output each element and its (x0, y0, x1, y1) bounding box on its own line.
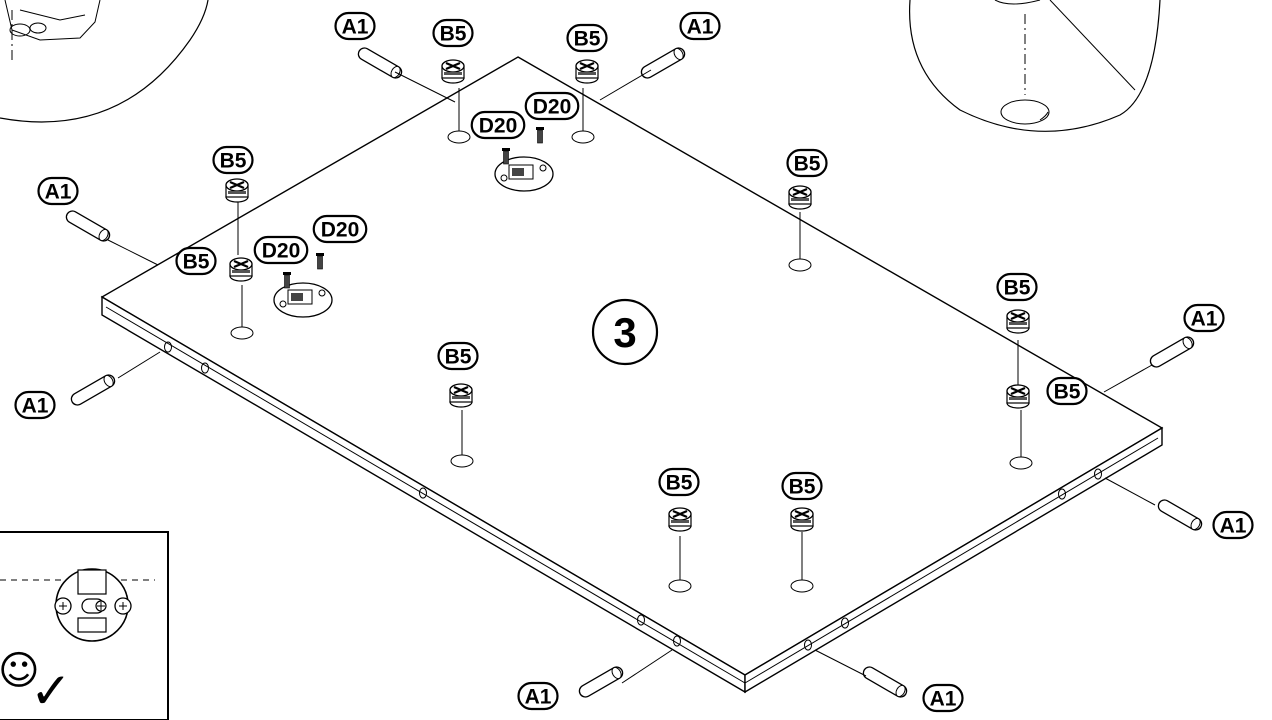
label-b5: B5 (658, 467, 700, 497)
cam-lock-icon (1006, 309, 1030, 334)
step-number: 3 (613, 309, 636, 356)
screw-icons (283, 127, 544, 289)
cam-lock-icon (575, 59, 599, 84)
label-b5: B5 (212, 145, 254, 175)
dowel-icon (1157, 499, 1203, 531)
label-text: A1 (930, 688, 957, 711)
label-text: A1 (687, 16, 714, 39)
cam-lock-icon (449, 383, 473, 408)
face-holes (230, 88, 1033, 593)
dowel-icon (640, 47, 686, 79)
smiley-icon: ☺ (0, 648, 40, 694)
cam-lock-icon (1006, 384, 1030, 409)
label-text: A1 (45, 181, 72, 204)
label-text: B5 (789, 476, 816, 499)
label-b5: B5 (432, 18, 474, 48)
edge-holes (164, 341, 1102, 651)
cam-lock-icon (225, 178, 249, 203)
label-text: B5 (1054, 381, 1081, 404)
label-text: A1 (342, 16, 369, 39)
cam-lock-icon (229, 257, 253, 282)
label-text: B5 (1004, 277, 1031, 300)
label-b5: B5 (1046, 376, 1088, 406)
label-a1: A1 (1183, 303, 1225, 333)
label-text: A1 (22, 395, 49, 418)
label-b5: B5 (786, 148, 828, 178)
label-d20: D20 (312, 214, 368, 244)
detail-circle-top-right (908, 0, 1161, 132)
label-b5: B5 (175, 246, 217, 276)
label-a1: A1 (922, 683, 964, 713)
label-text: D20 (479, 115, 518, 138)
step-number-badge: 3 (591, 298, 659, 366)
checkmark-icon: ✓ (30, 662, 72, 720)
dowel-icon (70, 374, 116, 406)
label-text: B5 (666, 472, 693, 495)
cam-lock-icon (668, 507, 692, 532)
label-d20: D20 (470, 110, 526, 140)
panel-board (100, 56, 1164, 694)
hinge-plate-1 (494, 156, 554, 192)
label-a1: A1 (1212, 510, 1254, 540)
cam-lock-icon (788, 185, 812, 210)
label-d20: D20 (524, 91, 580, 121)
label-text: A1 (1191, 308, 1218, 331)
dowel-icons (65, 47, 1203, 698)
inset-check-box: ☺ ✓ (0, 531, 169, 720)
label-text: A1 (525, 686, 552, 709)
label-a1: A1 (517, 681, 559, 711)
label-b5: B5 (566, 23, 608, 53)
label-b5: B5 (996, 272, 1038, 302)
dowel-icon (578, 666, 624, 698)
hinge-plate-2 (273, 282, 333, 318)
dowel-icon (862, 666, 908, 698)
label-text: D20 (262, 240, 301, 263)
leader-lines (107, 69, 1156, 684)
dowel-icon (65, 210, 111, 242)
label-text: B5 (445, 346, 472, 369)
label-text: B5 (183, 251, 210, 274)
label-text: B5 (440, 23, 467, 46)
label-text: B5 (574, 28, 601, 51)
label-a1: A1 (14, 390, 56, 420)
dowel-icon (357, 47, 403, 79)
cam-lock-icon (441, 59, 465, 84)
label-b5: B5 (781, 471, 823, 501)
label-a1: A1 (334, 11, 376, 41)
label-b5: B5 (437, 341, 479, 371)
label-a1: A1 (37, 176, 79, 206)
label-a1: A1 (679, 11, 721, 41)
cam-lock-icon (790, 507, 814, 532)
label-text: B5 (220, 150, 247, 173)
dowel-icon (1149, 336, 1195, 368)
cam-lock-icons (225, 59, 1030, 532)
label-text: A1 (1220, 515, 1247, 538)
label-text: D20 (321, 219, 360, 242)
label-text: D20 (533, 96, 572, 119)
label-text: B5 (794, 153, 821, 176)
detail-circle-top-left (0, 0, 209, 123)
label-d20: D20 (253, 235, 309, 265)
